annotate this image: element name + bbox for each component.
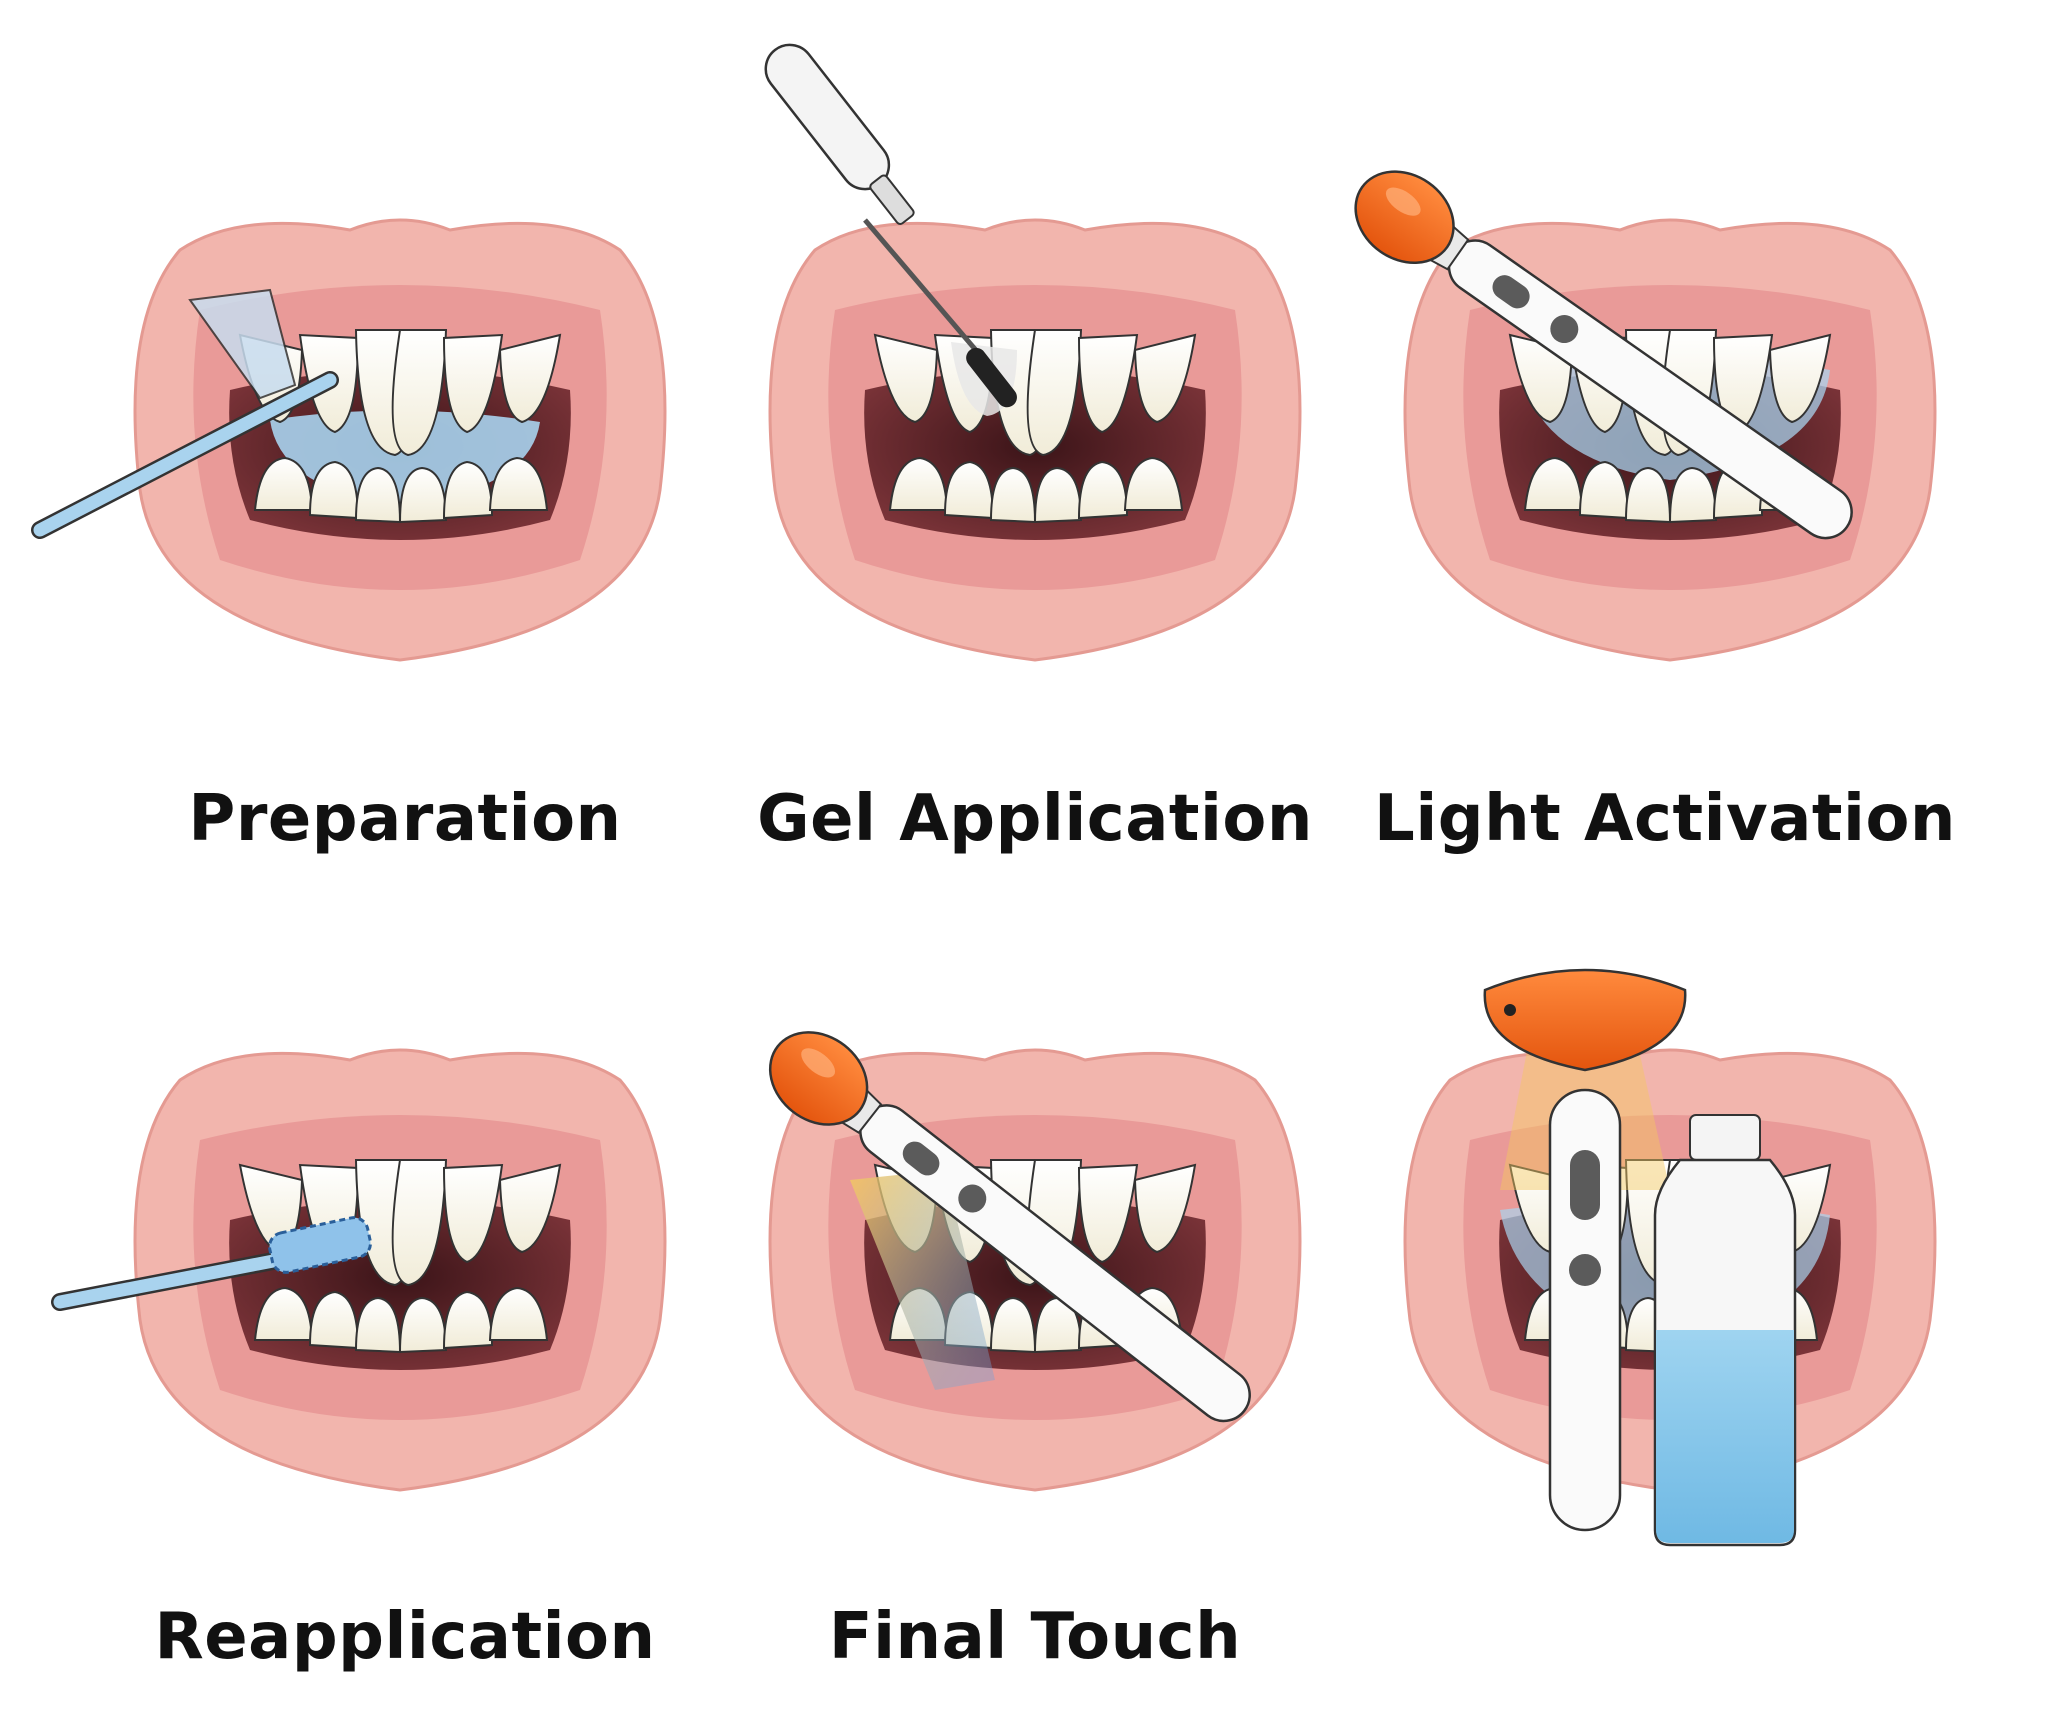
caption-final-touch: Final Touch [828, 1600, 1242, 1674]
panel-gel-application [764, 43, 1302, 662]
brush-icon [31, 288, 339, 539]
bottle-icon [1653, 1114, 1797, 1547]
caption-gel-application: Gel Application [757, 782, 1313, 856]
panel-light-activation [1336, 151, 1937, 662]
panel-reapplication [51, 1048, 667, 1492]
applicator-icon [764, 43, 1017, 408]
curing-light-icon [1483, 968, 1687, 1532]
panel-final-touch [750, 1012, 1302, 1492]
caption-light-activation: Light Activation [1374, 782, 1956, 856]
brush-icon [51, 1216, 372, 1311]
caption-preparation: Preparation [188, 782, 622, 856]
panel-products [1403, 968, 1937, 1547]
caption-reapplication: Reapplication [154, 1600, 656, 1674]
panel-preparation [31, 218, 667, 662]
